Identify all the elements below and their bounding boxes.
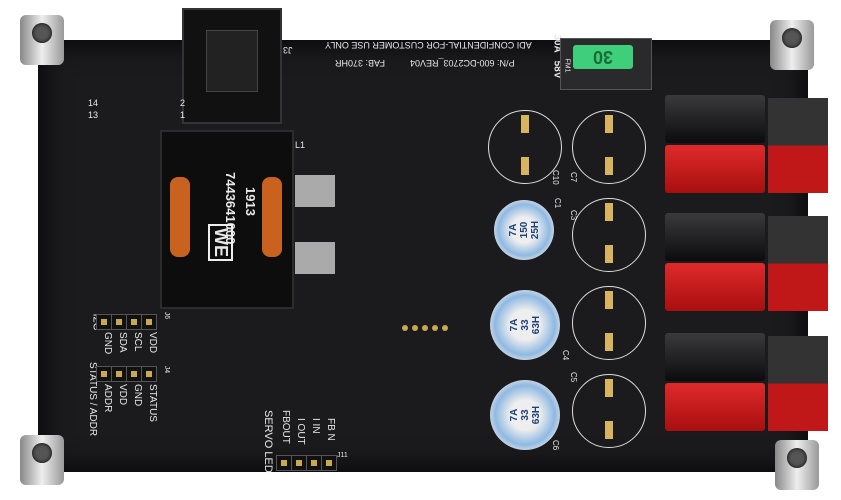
pin-label: VDD [117, 384, 128, 406]
pin-label: ADDR [102, 384, 113, 413]
solder-pad [295, 242, 335, 274]
j6-ref: J6 [163, 311, 171, 320]
cap-ref: C7 [569, 172, 578, 183]
cap-footprint [488, 110, 562, 184]
cap-ref: C6 [551, 440, 560, 451]
cap-ref: C10 [551, 170, 560, 185]
pin-label: VDD [147, 332, 158, 354]
pin-label: I OUT [295, 418, 306, 445]
header-pin[interactable] [141, 366, 157, 382]
cap-ref: C5 [569, 372, 578, 383]
pin-label: SDA [117, 332, 128, 353]
header-pin[interactable] [276, 455, 292, 471]
pin-label: I IN [310, 418, 321, 434]
fab-text: FAB: 370HR [335, 58, 386, 68]
pin-label: 2 [180, 98, 186, 108]
via [432, 325, 438, 331]
pin-label: 13 [88, 110, 99, 120]
fuse-holder: 30 [560, 38, 652, 90]
power-connector-red[interactable] [665, 383, 765, 431]
power-connector-black[interactable] [665, 333, 765, 381]
power-connector-red[interactable] [665, 263, 765, 311]
connector-housing [768, 216, 828, 311]
pin-label: 14 [88, 98, 99, 108]
header-pin[interactable] [111, 314, 127, 330]
inductor-date: 1913 [243, 187, 258, 216]
fuse-ref: FM1 [563, 58, 571, 73]
cap-ref: C4 [561, 350, 570, 361]
part-number: P/N: 600-DC2703_REV04 [410, 58, 515, 68]
connector-housing [768, 98, 828, 193]
pin-label: GND [132, 384, 143, 407]
via [412, 325, 418, 331]
rj-connector [182, 8, 282, 124]
solder-pad [295, 175, 335, 207]
standoff [20, 15, 64, 65]
pin-label: SCL [132, 332, 143, 352]
we-logo: WE [208, 224, 233, 261]
cap-footprint [572, 286, 646, 360]
header-pin[interactable] [126, 366, 142, 382]
cap-footprint [572, 110, 646, 184]
servo-led-label: SERVO LED [262, 410, 274, 473]
standoff [20, 435, 64, 485]
pin-label: FB N [325, 418, 336, 441]
pin-label: GND [102, 332, 113, 355]
pin-label: FBOUT [280, 410, 291, 444]
connector-housing [768, 336, 828, 431]
standoff [770, 20, 814, 70]
cap-footprint [572, 198, 646, 272]
via [422, 325, 428, 331]
power-connector-black[interactable] [665, 213, 765, 261]
fuse: 30 [573, 45, 633, 69]
inductor: 7443641000 1913 WE [160, 130, 294, 309]
j4-ref: J4 [163, 365, 171, 374]
standoff [775, 440, 819, 490]
confidential-text: ADI CONFIDENTIAL-FOR CUSTOMER USE ONLY [325, 40, 532, 50]
via [402, 325, 408, 331]
header-pin[interactable] [96, 366, 112, 382]
header-pin[interactable] [111, 366, 127, 382]
header-pin[interactable] [141, 314, 157, 330]
header-pin[interactable] [321, 455, 337, 471]
cap-ref: C1 [553, 198, 562, 209]
connector-ref: J3 [283, 45, 293, 55]
power-connector-red[interactable] [665, 145, 765, 193]
via [442, 325, 448, 331]
j11-ref: J11 [337, 452, 348, 459]
cap-ref: C3 [569, 210, 578, 221]
power-connector-black[interactable] [665, 95, 765, 143]
pin-label: 1 [180, 110, 186, 120]
header-pin[interactable] [96, 314, 112, 330]
header-pin[interactable] [291, 455, 307, 471]
cap-footprint [572, 374, 646, 448]
pin-label: STATUS [147, 384, 158, 422]
inductor-ref: L1 [295, 140, 306, 150]
header-pin[interactable] [306, 455, 322, 471]
header-pin[interactable] [126, 314, 142, 330]
